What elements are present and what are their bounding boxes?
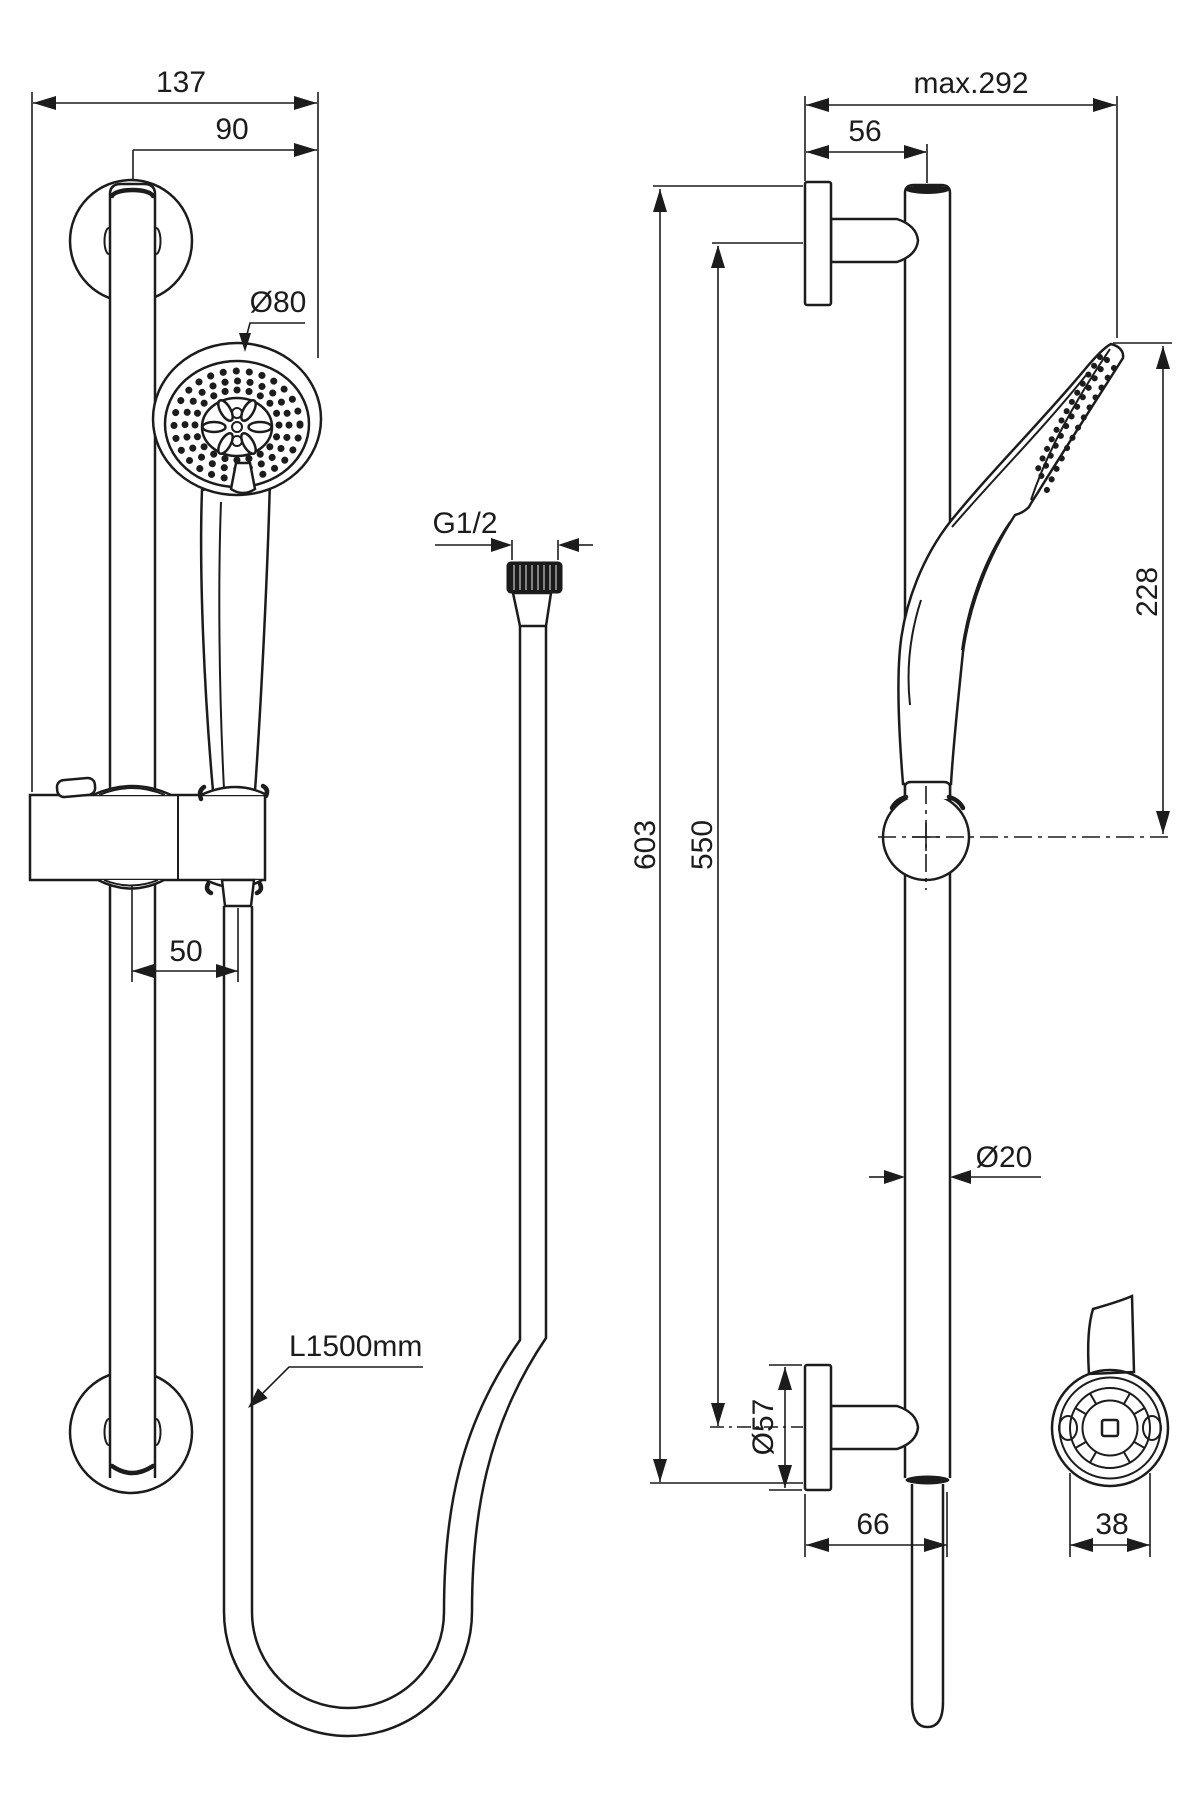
dim-holder-width-label: 38 [1095, 1508, 1128, 1541]
hose-tail-side [910, 1484, 945, 1729]
knob-spokes [1074, 1392, 1146, 1464]
dim-head-diameter-label: Ø80 [250, 286, 307, 319]
hose-connector [506, 561, 563, 628]
front-view [28, 178, 548, 1738]
side-view [803, 180, 1172, 1729]
handshower-head-front [151, 341, 323, 497]
handshower-handle-front [199, 476, 272, 793]
dim-head-offset-label: 90 [215, 113, 248, 146]
dim-head-height-label: 228 [1131, 567, 1164, 617]
knurled-nut [506, 561, 563, 594]
dim-max-depth-label: max.292 [913, 67, 1028, 100]
dim-bar-height-label: 550 [686, 820, 719, 870]
hose-length-label: L1500mm [289, 1330, 422, 1363]
holder-tab-end [1086, 1294, 1136, 1376]
bracket-bottom-side [803, 1363, 920, 1492]
spray-selector-tab [229, 461, 257, 495]
dim-bracket-depth-label: 56 [848, 115, 881, 148]
holder-knob-side [878, 780, 1172, 890]
dimensions-end: 38 [1069, 1473, 1151, 1557]
dimensions-side: max.292 56 603 550 228 Ø20 [629, 67, 1172, 1557]
spray-hub-petals [201, 398, 273, 456]
dim-bottom-depth-label: 66 [856, 1508, 889, 1541]
dim-overall-height-label: 603 [629, 820, 662, 870]
dim-rail-diameter-label: Ø20 [976, 1141, 1033, 1174]
square-socket [1100, 1418, 1120, 1438]
end-view [1050, 1294, 1170, 1488]
dim-rail-hose-spacing-label: 50 [169, 935, 202, 968]
slider-release-button [55, 776, 97, 799]
dimensions-hose-thread: G1/2 [432, 507, 593, 560]
thread-size-label: G1/2 [432, 507, 497, 540]
connector-cone [511, 591, 553, 628]
dim-overall-width-label: 137 [156, 66, 206, 99]
dim-escutcheon-diameter-label: Ø57 [747, 1399, 780, 1456]
handshower-side [897, 342, 1125, 786]
bracket-top-side [803, 180, 920, 307]
slider-holder-front [28, 776, 270, 896]
shower-hose [220, 626, 548, 1738]
dimensions-front: 137 90 Ø80 50 L1500mm [31, 66, 423, 1408]
